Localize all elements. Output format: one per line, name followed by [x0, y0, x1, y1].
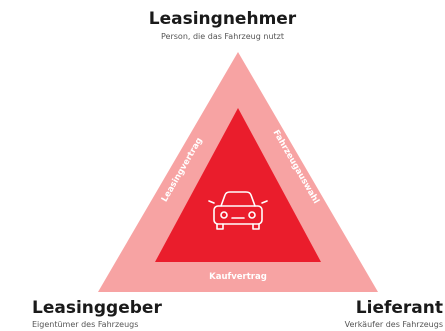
lieferant-subtitle: Verkäufer des Fahrzeugs	[344, 320, 443, 329]
edge-label-kaufvertrag: Kaufvertrag	[209, 272, 267, 282]
car-icon	[208, 191, 268, 230]
leasinggeber-title: Leasinggeber	[32, 298, 162, 318]
lieferant-title: Lieferant	[355, 298, 443, 318]
leasingnehmer-subtitle: Person, die das Fahrzeug nutzt	[161, 32, 284, 41]
leasinggeber-subtitle: Eigentümer des Fahrzeugs	[32, 320, 139, 329]
inner-triangle	[155, 108, 321, 262]
leasingnehmer-title: Leasingnehmer	[148, 9, 297, 29]
